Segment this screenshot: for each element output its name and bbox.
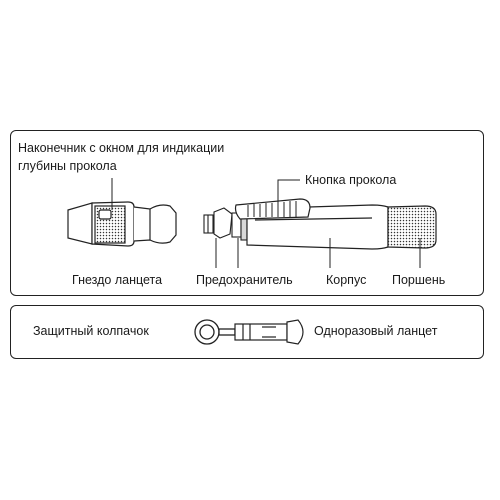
piston-part [387, 205, 437, 249]
depth-window [98, 209, 112, 220]
label-tip-line1: Наконечник с окном для индикации [18, 141, 225, 155]
label-cap: Защитный колпачок [33, 324, 149, 338]
protective-cap [194, 319, 236, 345]
label-piston: Поршень [392, 273, 446, 287]
label-lancet-holder: Гнездо ланцета [72, 273, 163, 287]
label-lancet: Одноразовый ланцет [314, 324, 438, 338]
tip-part [67, 201, 177, 247]
label-body: Корпус [326, 273, 367, 287]
release-button [234, 198, 311, 220]
label-tip-line2: глубины прокола [18, 159, 117, 173]
leader-lines [111, 178, 421, 268]
lancet-holder [203, 207, 233, 239]
label-safety: Предохранитель [196, 273, 293, 287]
label-button: Кнопка прокола [305, 173, 397, 187]
disposable-lancet [234, 319, 304, 345]
